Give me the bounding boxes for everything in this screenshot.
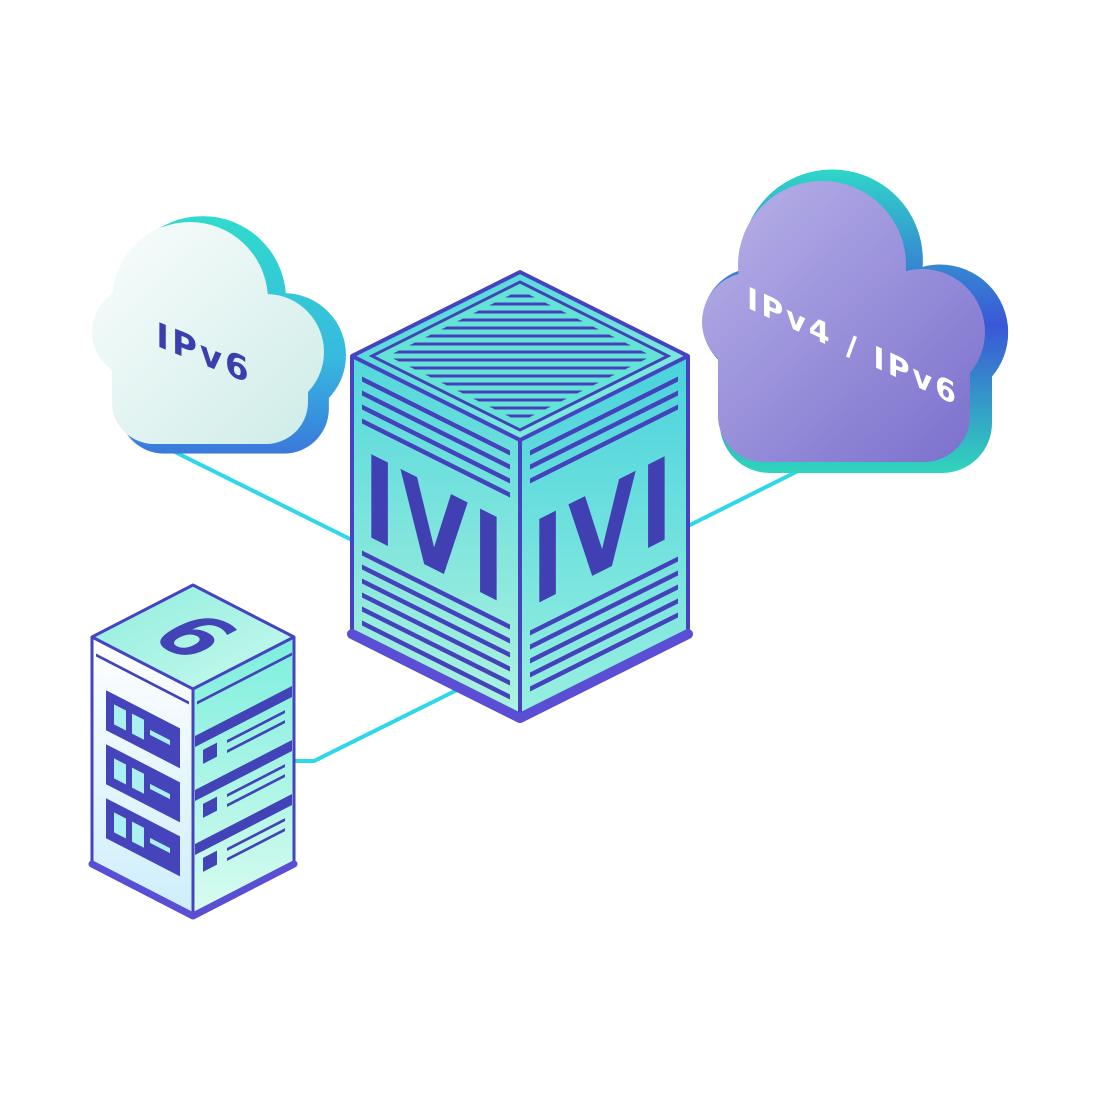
server-left-face-content (96, 653, 189, 877)
cube-right-stripes-top (530, 376, 678, 484)
server-inner-edges (91, 635, 295, 916)
cube-left-stripes-top (362, 376, 510, 498)
server-right-seam (197, 652, 292, 705)
cube-right-stripes-bottom (530, 556, 678, 692)
server-left-seam (96, 653, 189, 705)
cube-bottom-edge (347, 629, 693, 723)
server-right-face-content (195, 652, 292, 872)
cloud-ipv4-ipv6: IPv4 / IPv6 (702, 169, 1009, 473)
server-left-panels (106, 690, 180, 877)
server-right-drawers (195, 686, 292, 872)
cube-left-face (352, 356, 520, 718)
cube-top-inner-panel (368, 280, 672, 432)
ipv6-server-rack: 6 (88, 583, 298, 920)
ivi-gateway-cube: IVI IVI (347, 270, 693, 723)
cube-left-stripes-bottom (362, 550, 510, 700)
cloud-ipv6: IPv6 (92, 216, 346, 454)
connector-server-line (292, 686, 462, 763)
cube-inner-edges (351, 354, 689, 718)
cube-right-face (520, 356, 688, 718)
server-bottom-edge (88, 860, 298, 920)
